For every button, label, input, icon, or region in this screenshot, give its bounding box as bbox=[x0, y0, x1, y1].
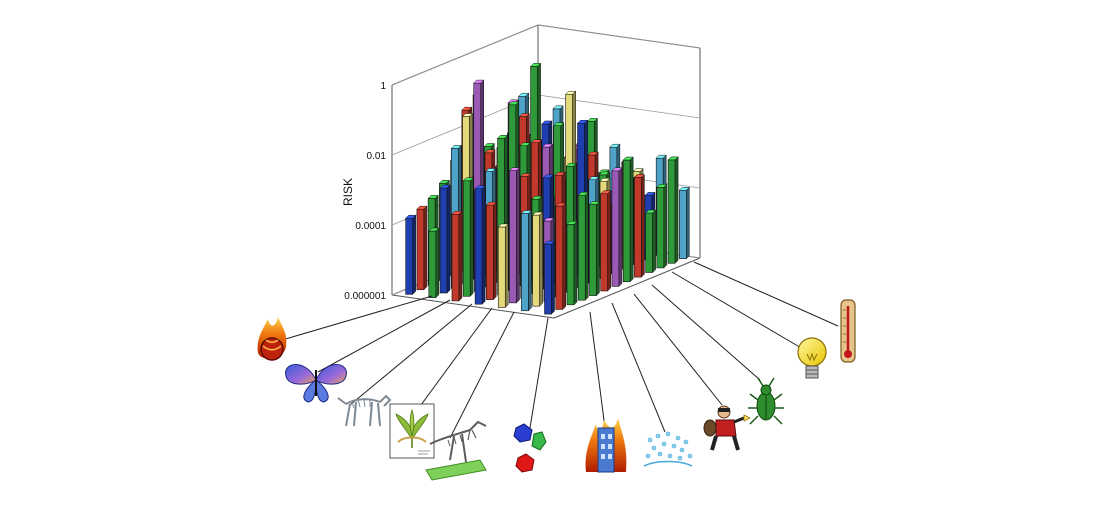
plant-icon bbox=[389, 403, 435, 459]
bar bbox=[588, 200, 601, 297]
fire-icon bbox=[257, 317, 287, 361]
leader-line bbox=[611, 302, 666, 433]
y-tick-label: 1 bbox=[380, 81, 386, 92]
leader-line bbox=[527, 317, 549, 441]
dinosaur-skeleton-icon bbox=[425, 420, 487, 481]
animal-skeleton-icon bbox=[337, 394, 392, 427]
bar bbox=[645, 209, 657, 274]
bar bbox=[474, 185, 486, 305]
bar bbox=[428, 227, 440, 299]
bar bbox=[566, 220, 578, 306]
bar bbox=[485, 201, 497, 301]
gridline bbox=[537, 94, 701, 119]
leader-line bbox=[633, 293, 723, 406]
y-tick-label: 0.01 bbox=[367, 151, 387, 162]
gems-icon bbox=[513, 423, 547, 473]
bar bbox=[497, 223, 509, 309]
gridline bbox=[537, 24, 701, 49]
bar bbox=[678, 186, 690, 260]
bar bbox=[611, 167, 623, 287]
bar bbox=[667, 156, 679, 264]
bar bbox=[543, 240, 556, 315]
bar bbox=[405, 214, 417, 295]
leader-lines bbox=[281, 261, 839, 441]
beetle-icon bbox=[748, 377, 784, 425]
thermometer-icon bbox=[840, 299, 856, 363]
leader-line bbox=[651, 284, 761, 381]
leader-line bbox=[409, 307, 493, 421]
burglar-icon bbox=[703, 405, 751, 451]
bar bbox=[508, 167, 521, 304]
bar bbox=[622, 156, 634, 283]
leader-line bbox=[693, 261, 839, 327]
bar bbox=[520, 209, 533, 312]
leader-line bbox=[449, 311, 515, 439]
burning-building-icon bbox=[585, 418, 627, 473]
bar bbox=[656, 183, 668, 269]
leader-line bbox=[281, 295, 433, 341]
bar bbox=[577, 191, 589, 301]
y-axis-ticks: 0.000001 0.0001 0.01 1 bbox=[344, 81, 386, 302]
floor-front-left bbox=[391, 294, 555, 319]
bar bbox=[439, 184, 451, 294]
bar bbox=[600, 190, 612, 292]
y-tick-label: 0.0001 bbox=[355, 221, 386, 232]
leader-line bbox=[589, 311, 606, 429]
bar bbox=[555, 202, 567, 311]
leader-line bbox=[349, 303, 473, 406]
y-axis-title: RISK bbox=[341, 178, 355, 206]
floor-front-right bbox=[553, 257, 701, 319]
bar bbox=[451, 210, 463, 302]
bar bbox=[532, 211, 544, 307]
gridline bbox=[391, 24, 539, 86]
light-bulb-icon bbox=[797, 337, 827, 379]
bar bbox=[416, 205, 428, 291]
y-tick-label: 0.000001 bbox=[344, 291, 386, 302]
bars bbox=[405, 62, 690, 315]
butterfly-icon bbox=[285, 364, 347, 403]
bar bbox=[633, 173, 645, 278]
leader-line bbox=[317, 299, 451, 373]
water-spray-icon bbox=[643, 431, 693, 467]
bar bbox=[462, 177, 474, 297]
leader-line bbox=[671, 271, 809, 353]
